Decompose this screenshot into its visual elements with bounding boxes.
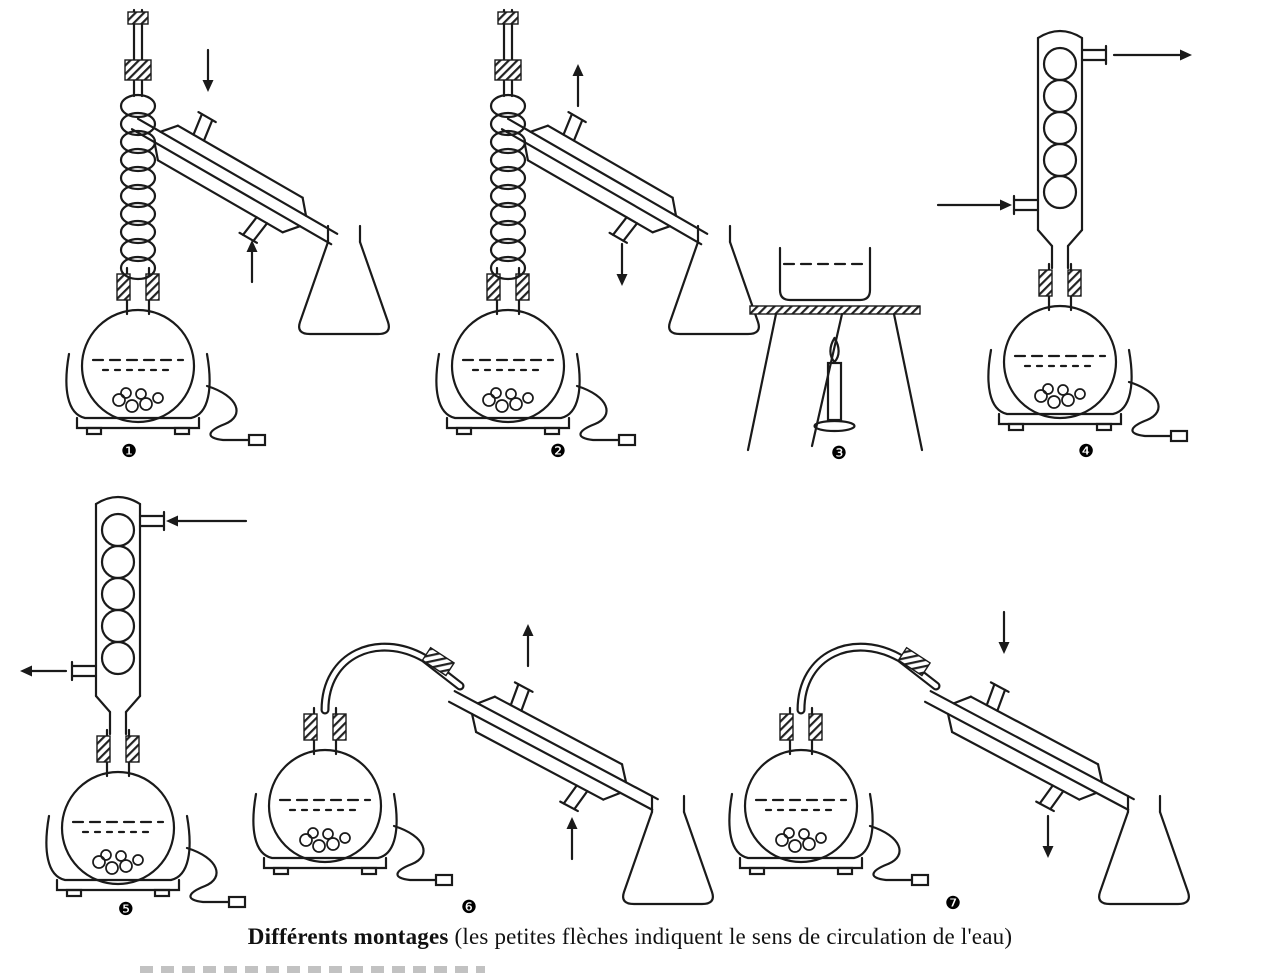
montage-4-label: ❹ bbox=[1077, 441, 1095, 462]
water-arrow-up-icon bbox=[571, 62, 585, 108]
water-arrow-up-icon bbox=[565, 815, 579, 861]
water-arrow-right-out-icon bbox=[1112, 49, 1192, 61]
round-bottom-flask-on-heating-mantle bbox=[65, 266, 267, 447]
tube-adapter-joint bbox=[897, 646, 932, 677]
montage-3: ❸ bbox=[742, 244, 942, 476]
figure-caption: Différents montages (les petites flèches… bbox=[0, 924, 1260, 950]
montage-6: ❻ bbox=[228, 596, 728, 932]
montage-2-drawing bbox=[435, 8, 760, 447]
montage-2-label: ❷ bbox=[549, 441, 567, 462]
caption-lead: Différents montages bbox=[247, 924, 449, 949]
liebig-condenser bbox=[431, 658, 676, 843]
montage-5: ❺ bbox=[18, 478, 268, 930]
fractionating-column bbox=[119, 93, 157, 281]
caption-rest: (les petites flèches indiquent le sens d… bbox=[448, 924, 1013, 949]
erlenmeyer-flask bbox=[1098, 794, 1190, 906]
erlenmeyer-flask bbox=[298, 224, 390, 336]
water-arrow-down-icon bbox=[997, 610, 1011, 656]
water-arrow-down-icon bbox=[615, 242, 629, 288]
round-bottom-flask-on-heating-mantle bbox=[728, 706, 930, 887]
montage-4-drawing bbox=[936, 29, 1192, 443]
reflux-condenser bbox=[70, 495, 166, 736]
thermometer bbox=[124, 8, 152, 98]
montage-3-label: ❸ bbox=[830, 443, 848, 464]
montage-3-drawing bbox=[746, 246, 924, 452]
montage-4: ❹ bbox=[930, 6, 1220, 474]
montage-1-label: ❶ bbox=[120, 441, 138, 462]
erlenmeyer-flask bbox=[622, 794, 714, 906]
water-arrow-left-out-icon bbox=[20, 665, 68, 677]
tripod bbox=[746, 312, 924, 452]
water-arrow-right-in-icon bbox=[936, 199, 1012, 211]
candle bbox=[813, 336, 856, 433]
montage-7-label: ❼ bbox=[944, 893, 962, 914]
round-bottom-flask-on-heating-mantle bbox=[987, 262, 1189, 443]
montage-2: ❷ bbox=[392, 6, 782, 474]
water-arrow-up-icon bbox=[245, 238, 259, 284]
water-arrow-down-icon bbox=[201, 48, 215, 94]
wire-gauze bbox=[749, 305, 921, 315]
round-bottom-flask-on-heating-mantle bbox=[45, 728, 247, 909]
reflux-condenser bbox=[1012, 29, 1108, 270]
liebig-condenser bbox=[907, 658, 1152, 843]
crystallizing-dish bbox=[778, 246, 872, 302]
fractionating-column bbox=[489, 93, 527, 281]
montage-1-drawing bbox=[65, 8, 390, 447]
montage-6-drawing bbox=[252, 622, 714, 906]
water-arrow-down-icon bbox=[1041, 814, 1055, 860]
montage-7-drawing bbox=[728, 610, 1190, 906]
montage-5-drawing bbox=[20, 495, 248, 909]
montage-7: ❼ bbox=[716, 596, 1226, 932]
water-arrow-up-icon bbox=[521, 622, 535, 668]
montage-1: ❶ bbox=[22, 6, 412, 474]
thermometer bbox=[494, 8, 522, 98]
tube-adapter-joint bbox=[421, 646, 456, 677]
montage-6-label: ❻ bbox=[460, 897, 478, 918]
montage-5-label: ❺ bbox=[117, 899, 135, 920]
water-arrow-left-in-icon bbox=[166, 515, 248, 527]
scan-artifact-cropped-text bbox=[140, 966, 485, 973]
round-bottom-flask-on-heating-mantle bbox=[435, 266, 637, 447]
round-bottom-flask-on-heating-mantle bbox=[252, 706, 454, 887]
